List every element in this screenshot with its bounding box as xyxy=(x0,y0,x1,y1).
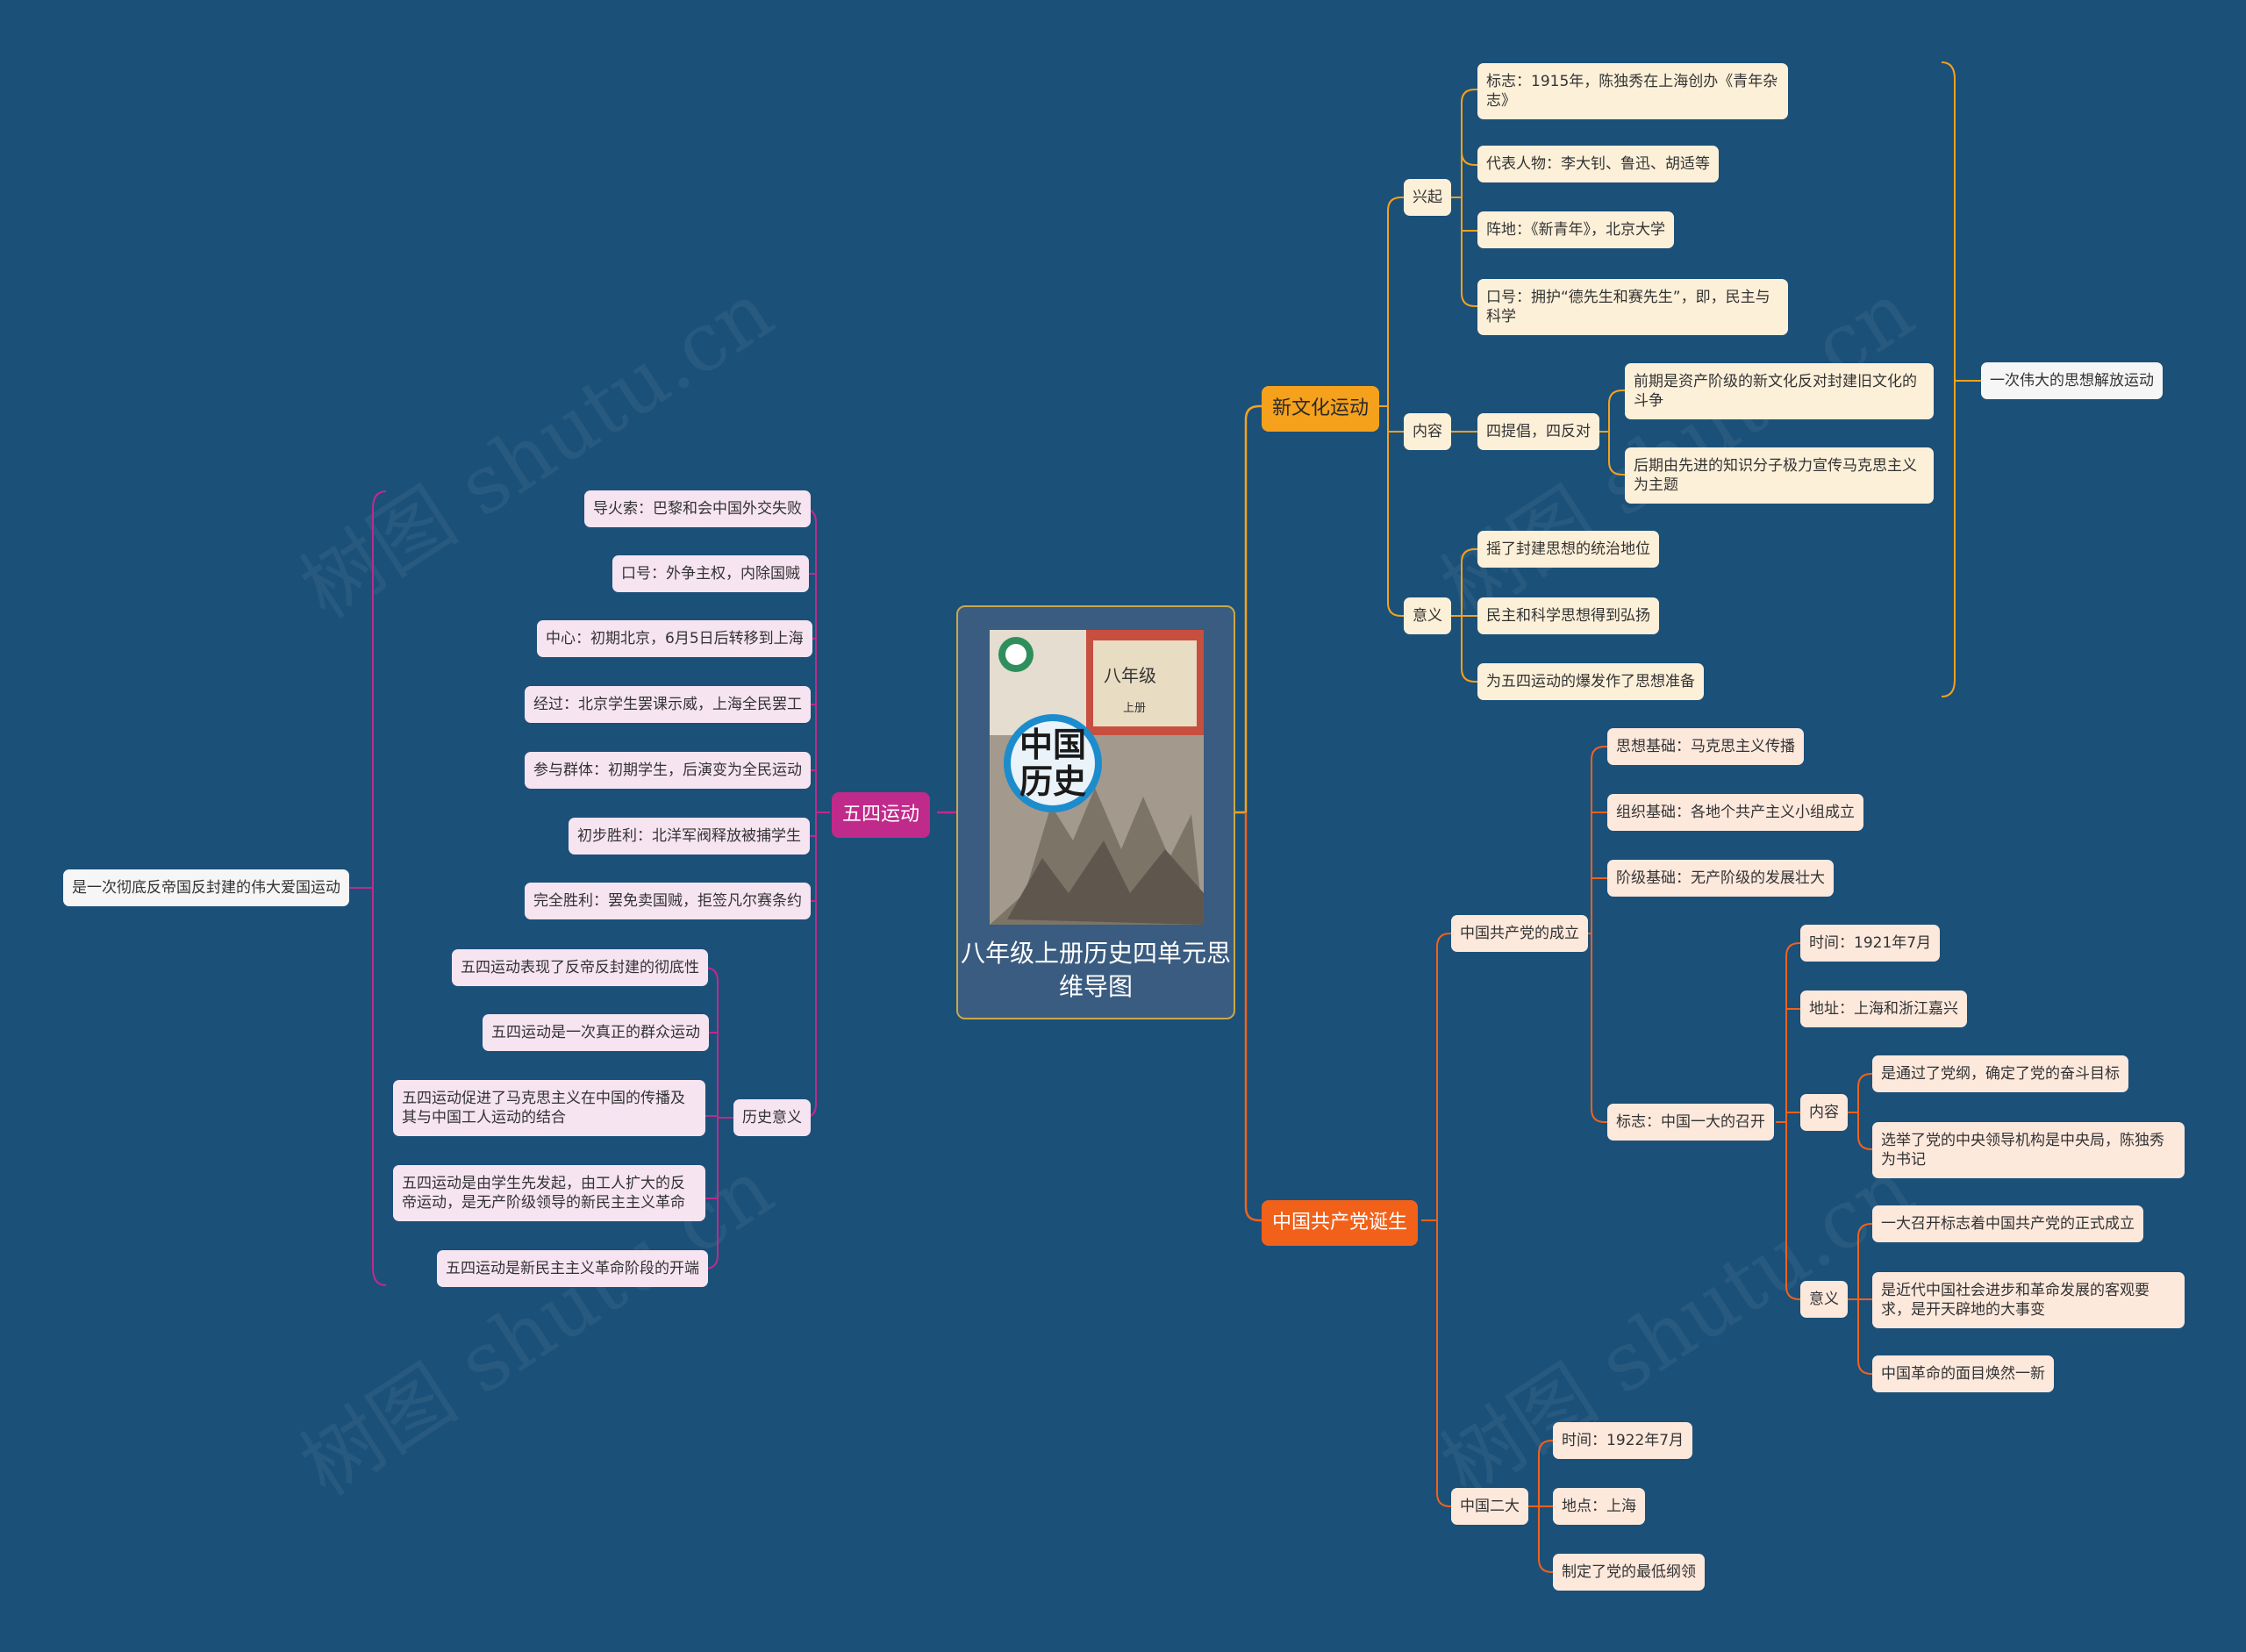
leaf-mass-movement[interactable]: 五四运动是一次真正的群众运动 xyxy=(483,1014,709,1051)
central-title: 八年级上册历史四单元思维导图 xyxy=(960,939,1231,1001)
branch-new-culture[interactable]: 新文化运动 xyxy=(1262,386,1380,432)
sub-four-advocates[interactable]: 四提倡，四反对 xyxy=(1477,413,1599,450)
leaf-organizational-basis[interactable]: 组织基础：各地个共产主义小组成立 xyxy=(1607,794,1863,831)
leaf-participants[interactable]: 参与群体：初期学生，后演变为全民运动 xyxy=(525,752,811,789)
sub-content[interactable]: 内容 xyxy=(1404,413,1451,450)
summary-new-culture[interactable]: 一次伟大的思想解放运动 xyxy=(1981,362,2163,399)
cover-volume: 上册 xyxy=(1123,702,1147,715)
leaf-official-founding[interactable]: 一大召开标志着中国共产党的正式成立 xyxy=(1872,1205,2143,1242)
leaf-minimum-program[interactable]: 制定了党的最低纲领 xyxy=(1553,1554,1705,1591)
leaf-central-bureau[interactable]: 选举了党的中央领导机构是中央局，陈独秀为书记 xyxy=(1872,1122,2185,1178)
leaf-slogan[interactable]: 口号：外争主权，内除国贼 xyxy=(612,555,809,592)
summary-may-fourth[interactable]: 是一次彻底反帝国反封建的伟大爱国运动 xyxy=(63,869,349,906)
sub-rise[interactable]: 兴起 xyxy=(1404,179,1451,216)
sub-historical-significance[interactable]: 历史意义 xyxy=(733,1099,811,1136)
leaf-marxism-spread[interactable]: 五四运动促进了马克思主义在中国的传播及其与中国工人运动的结合 xyxy=(393,1080,705,1136)
leaf-complete-victory[interactable]: 完全胜利：罢免卖国贼，拒签凡尔赛条约 xyxy=(525,883,811,919)
leaf-prepare-may4[interactable]: 为五四运动的爆发作了思想准备 xyxy=(1477,663,1704,700)
leaf-base[interactable]: 阵地：《新青年》，北京大学 xyxy=(1477,211,1674,248)
leaf-proletarian-led[interactable]: 五四运动是由学生先发起，由工人扩大的反帝运动，是无产阶级领导的新民主主义革命 xyxy=(393,1165,705,1221)
sub-first-significance[interactable]: 意义 xyxy=(1800,1281,1848,1318)
leaf-class-basis[interactable]: 阶级基础：无产阶级的发展壮大 xyxy=(1607,860,1834,897)
sub-first-content[interactable]: 内容 xyxy=(1800,1094,1848,1131)
leaf-slogan[interactable]: 口号：拥护“德先生和赛先生”，即，民主与科学 xyxy=(1477,279,1788,335)
central-topic[interactable]: 中国历史 八年级 上册 八年级上册历史四单元思维导图 xyxy=(956,605,1235,1019)
leaf-ideological-basis[interactable]: 思想基础：马克思主义传播 xyxy=(1607,728,1804,765)
sub-first-congress[interactable]: 标志：中国一大的召开 xyxy=(1607,1104,1774,1141)
leaf-sign[interactable]: 标志：1915年，陈独秀在上海创办《青年杂志》 xyxy=(1477,63,1788,119)
leaf-figures[interactable]: 代表人物：李大钊、鲁迅、胡适等 xyxy=(1477,146,1719,182)
leaf-initial-victory[interactable]: 初步胜利：北洋军阀释放被捕学生 xyxy=(569,818,810,855)
leaf-later-stage[interactable]: 后期由先进的知识分子极力宣传马克思主义为主题 xyxy=(1625,447,1934,504)
leaf-first-place[interactable]: 地址：上海和浙江嘉兴 xyxy=(1800,990,1967,1027)
leaf-new-face[interactable]: 中国革命的面目焕然一新 xyxy=(1872,1355,2054,1392)
leaf-first-time[interactable]: 时间：1921年7月 xyxy=(1800,925,1941,962)
branch-may-fourth[interactable]: 五四运动 xyxy=(832,792,931,838)
leaf-party-program[interactable]: 是通过了党纲，确定了党的奋斗目标 xyxy=(1872,1055,2128,1092)
cover-grade: 八年级 xyxy=(1104,665,1156,686)
leaf-second-place[interactable]: 地点：上海 xyxy=(1553,1488,1645,1525)
leaf-trigger[interactable]: 导火索：巴黎和会中国外交失败 xyxy=(584,490,811,527)
textbook-cover: 中国历史 八年级 上册 xyxy=(990,630,1204,925)
branch-cpc-birth[interactable]: 中国共产党诞生 xyxy=(1262,1200,1419,1246)
leaf-epoch-event[interactable]: 是近代中国社会进步和革命发展的客观要求，是开天辟地的大事变 xyxy=(1872,1272,2185,1328)
leaf-shake-feudal[interactable]: 摇了封建思想的统治地位 xyxy=(1477,531,1659,568)
leaf-early-stage[interactable]: 前期是资产阶级的新文化反对封建旧文化的斗争 xyxy=(1625,363,1934,419)
leaf-process[interactable]: 经过：北京学生罢课示威，上海全民罢工 xyxy=(525,686,811,723)
sub-cpc-founding[interactable]: 中国共产党的成立 xyxy=(1451,915,1588,952)
leaf-new-democratic-start[interactable]: 五四运动是新民主主义革命阶段的开端 xyxy=(437,1250,708,1287)
leaf-center[interactable]: 中心：初期北京，6月5日后转移到上海 xyxy=(537,620,812,657)
sub-significance[interactable]: 意义 xyxy=(1404,597,1451,634)
cover-title: 中国历史 xyxy=(1019,725,1086,801)
leaf-second-time[interactable]: 时间：1922年7月 xyxy=(1553,1422,1693,1459)
sub-second-congress[interactable]: 中国二大 xyxy=(1451,1488,1528,1525)
leaf-democracy-science[interactable]: 民主和科学思想得到弘扬 xyxy=(1477,597,1659,634)
leaf-thorough[interactable]: 五四运动表现了反帝反封建的彻底性 xyxy=(452,949,708,986)
